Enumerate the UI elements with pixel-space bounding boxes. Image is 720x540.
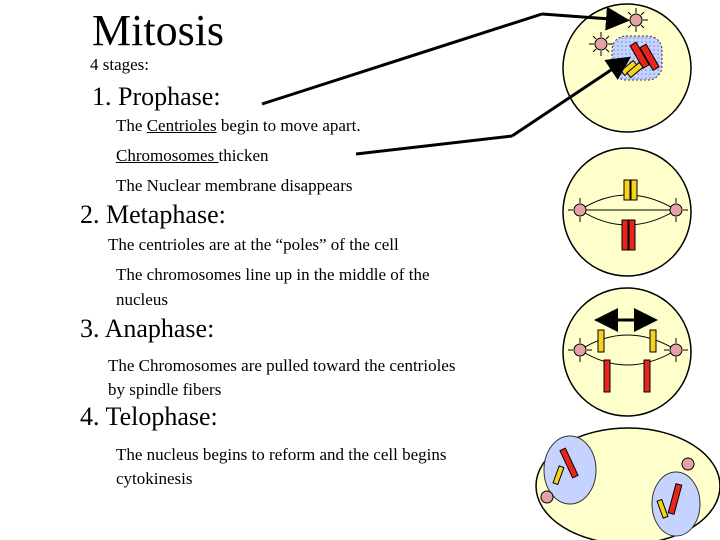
chromosomes-term: Chromosomes — [116, 146, 219, 165]
prophase-line-2: Chromosomes thicken — [116, 146, 269, 166]
prophase-line-2-b: thicken — [218, 146, 269, 165]
anaphase-line-2: by spindle fibers — [108, 380, 222, 399]
prophase-line-1-a: The — [116, 116, 147, 135]
telophase-nucleus-left — [543, 435, 597, 505]
prophase-line-1-b: begin to move apart. — [216, 116, 361, 135]
stage-heading-prophase: 1. Prophase: — [92, 82, 221, 111]
subtitle: 4 stages: — [90, 55, 150, 74]
centriole-icon — [589, 32, 613, 56]
stage-heading-telophase: 4. Telophase: — [80, 402, 218, 431]
anaphase-cell — [562, 287, 692, 417]
centriole-icon — [568, 338, 592, 362]
anaphase-chromosomes — [597, 329, 657, 393]
centriole-icon — [664, 338, 688, 362]
centriole-icon — [624, 8, 648, 32]
stage-heading-anaphase: 3. Anaphase: — [80, 314, 215, 343]
anaphase-line-1: The Chromosomes are pulled toward the ce… — [108, 356, 456, 375]
metaphase-chromosomes — [621, 179, 638, 251]
page-title: Mitosis — [92, 6, 225, 55]
prophase-cell — [562, 3, 692, 133]
metaphase-line-2: The chromosomes line up in the middle of… — [116, 265, 430, 284]
metaphase-line-3: nucleus — [116, 290, 168, 309]
pointer-lines — [261, 6, 631, 156]
centrioles-term: Centrioles — [146, 116, 217, 135]
prophase-line-1: The Centrioles begin to move apart. — [116, 116, 361, 136]
metaphase-line-1: The centrioles are at the “poles” of the… — [108, 235, 399, 254]
telophase-cell — [535, 427, 720, 540]
telophase-nucleus-right — [651, 471, 701, 537]
telophase-line-2: cytokinesis — [116, 469, 193, 488]
centriole-icon — [568, 198, 592, 222]
metaphase-cell — [562, 147, 692, 277]
prophase-line-3: The Nuclear membrane disappears — [116, 176, 353, 195]
stage-heading-metaphase: 2. Metaphase: — [80, 200, 226, 229]
centriole-icon — [664, 198, 688, 222]
anaphase-spindle — [579, 308, 677, 366]
telophase-line-1: The nucleus begins to reform and the cel… — [116, 445, 447, 464]
centriole-icon — [681, 457, 695, 471]
centriole-icon — [540, 490, 554, 504]
